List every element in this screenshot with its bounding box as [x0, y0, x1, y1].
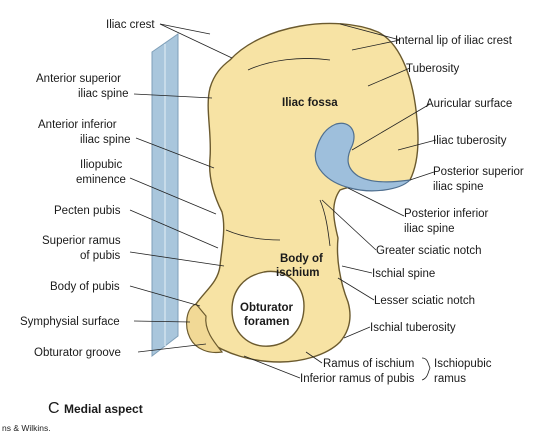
label-superior-ramus-1: Superior ramus: [42, 235, 121, 247]
label-obturator-2: foramen: [244, 316, 289, 328]
label-body-of-ischium-1: Body of: [280, 253, 323, 265]
label-ischiopubic-1: Ischiopubic: [434, 358, 492, 370]
caption-letter: C: [48, 400, 60, 417]
label-pecten-pubis: Pecten pubis: [54, 205, 121, 217]
label-body-of-ischium-2: ischium: [276, 267, 319, 279]
label-tuberosity: Tuberosity: [406, 63, 460, 75]
label-iliopubic-1: Iliopubic: [80, 159, 122, 171]
label-obturator-groove: Obturator groove: [34, 347, 121, 359]
ischiopubic-brace: [421, 357, 431, 381]
label-ischial-spine: Ischial spine: [372, 268, 435, 280]
label-iliac-tuberosity: Iliac tuberosity: [433, 135, 507, 147]
label-ramus-of-ischium: Ramus of ischium: [323, 358, 414, 370]
label-ischiopubic-2: ramus: [434, 373, 466, 385]
label-anterior-inferior-2: iliac spine: [80, 134, 131, 146]
label-superior-ramus-2: of pubis: [80, 250, 121, 262]
label-obturator-1: Obturator: [240, 302, 294, 314]
auricular-surface: [314, 122, 412, 192]
hip-bone: [192, 22, 419, 363]
pubic-body: [186, 303, 224, 354]
bone-contour-2: [225, 229, 281, 241]
label-posterior-superior-2: iliac spine: [433, 181, 484, 193]
label-symphysial-surface: Symphysial surface: [20, 316, 120, 328]
bone-contour-3: [319, 199, 331, 247]
label-iliac-fossa: Iliac fossa: [282, 97, 338, 109]
label-lesser-sciatic-notch: Lesser sciatic notch: [374, 295, 475, 307]
bone-contour-1: [247, 58, 331, 71]
label-ischial-tuberosity: Ischial tuberosity: [370, 322, 456, 334]
caption-text: Medial aspect: [64, 402, 143, 416]
label-iliopubic-2: eminence: [76, 174, 126, 186]
label-body-of-pubis: Body of pubis: [50, 281, 120, 293]
obturator-foramen: [231, 270, 305, 347]
label-inferior-ramus-pubis: Inferior ramus of pubis: [300, 373, 415, 385]
label-posterior-inferior-1: Posterior inferior: [404, 208, 489, 220]
label-anterior-superior-2: iliac spine: [78, 88, 129, 100]
credit-text: ns & Wilkins.: [2, 423, 51, 433]
label-internal-lip: Internal lip of iliac crest: [395, 35, 513, 47]
label-greater-sciatic-notch: Greater sciatic notch: [376, 245, 481, 257]
label-auricular-surface: Auricular surface: [426, 98, 512, 110]
leader-lines: [129, 23, 437, 379]
label-anterior-superior-1: Anterior superior: [36, 73, 121, 85]
label-iliac-crest: Iliac crest: [106, 19, 155, 31]
label-posterior-superior-1: Posterior superior: [433, 166, 524, 178]
label-anterior-inferior-1: Anterior inferior: [38, 119, 117, 131]
label-posterior-inferior-2: iliac spine: [404, 223, 455, 235]
